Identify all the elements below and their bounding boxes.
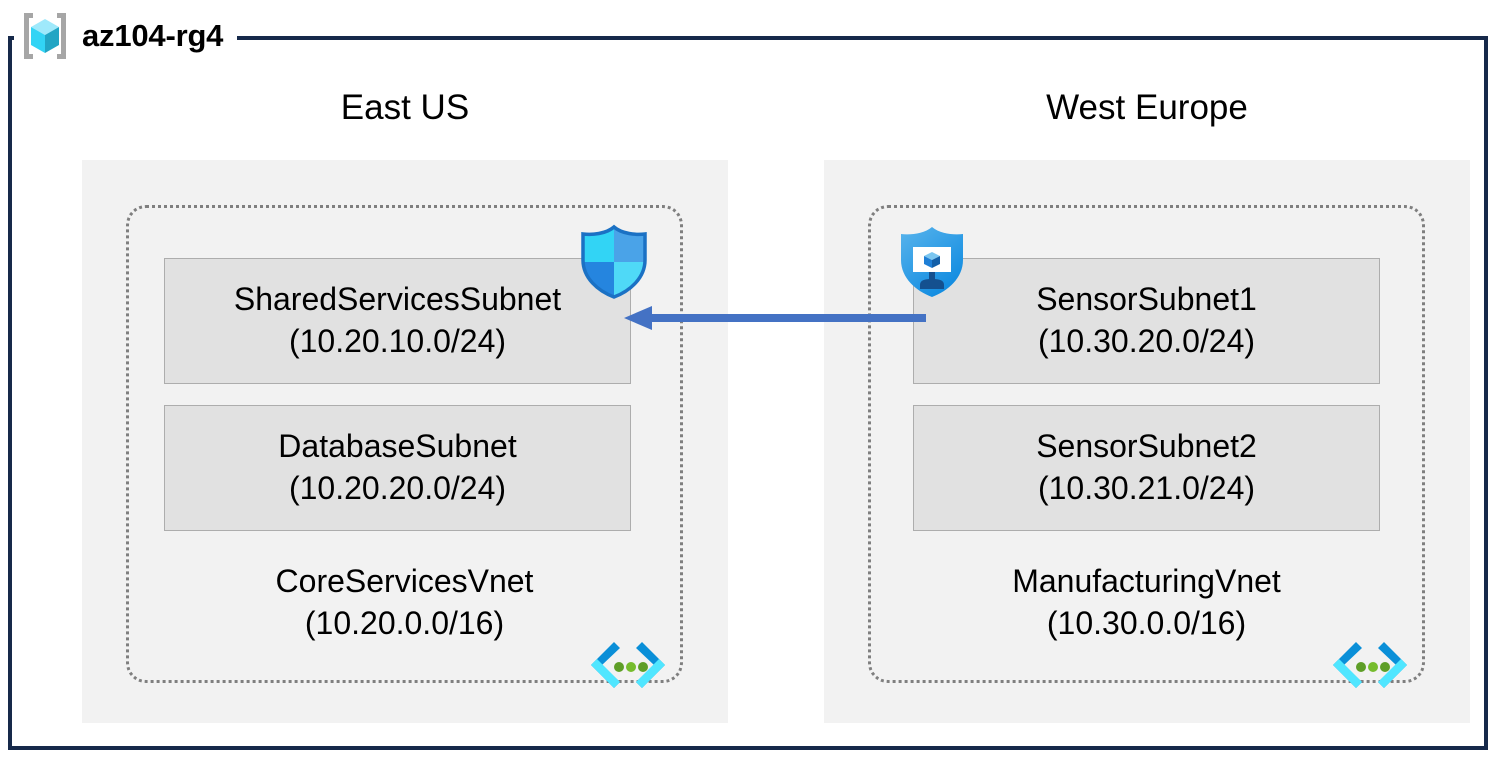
resource-group-title: az104-rg4	[82, 18, 224, 53]
vnet-box-manufacturing[interactable]: ManufacturingVnet (10.30.0.0/16)	[868, 205, 1425, 688]
virtual-network-icon	[590, 638, 666, 692]
subnet-name: DatabaseSubnet	[278, 428, 517, 465]
resource-group-cube-icon	[18, 10, 72, 62]
subnet-box-shared-services[interactable]: SharedServicesSubnet (10.20.10.0/24)	[164, 258, 631, 384]
vnet-box-core-services[interactable]: CoreServicesVnet (10.20.0.0/16)	[126, 205, 683, 688]
vnet-label-core-services: CoreServicesVnet (10.20.0.0/16)	[275, 563, 534, 641]
subnet-name: SharedServicesSubnet	[233, 281, 562, 318]
subnet-cidr: (10.20.20.0/24)	[288, 470, 507, 506]
subnet-name: SensorSubnet2	[1036, 428, 1257, 465]
subnet-name: SensorSubnet1	[1036, 281, 1257, 318]
region-label-west-europe: West Europe	[1046, 88, 1248, 127]
vnet-peering-arrow	[624, 304, 926, 332]
network-security-group-shield-icon	[578, 224, 650, 300]
vnet-label-manufacturing: ManufacturingVnet (10.30.0.0/16)	[1012, 563, 1281, 641]
virtual-network-icon	[1332, 638, 1408, 692]
subnet-box-sensor-2[interactable]: SensorSubnet2 (10.30.21.0/24)	[913, 405, 1380, 531]
subnet-box-sensor-1[interactable]: SensorSubnet1 (10.30.20.0/24)	[913, 258, 1380, 384]
virtual-machine-shield-icon	[896, 224, 968, 300]
region-label-east-us: East US	[340, 88, 470, 127]
subnet-cidr: (10.20.10.0/24)	[288, 323, 507, 359]
subnet-box-database[interactable]: DatabaseSubnet (10.20.20.0/24)	[164, 405, 631, 531]
resource-group-container	[8, 36, 1488, 750]
subnet-cidr: (10.30.20.0/24)	[1037, 323, 1256, 359]
resource-group-header: az104-rg4	[14, 4, 238, 68]
subnet-cidr: (10.30.21.0/24)	[1037, 470, 1256, 506]
